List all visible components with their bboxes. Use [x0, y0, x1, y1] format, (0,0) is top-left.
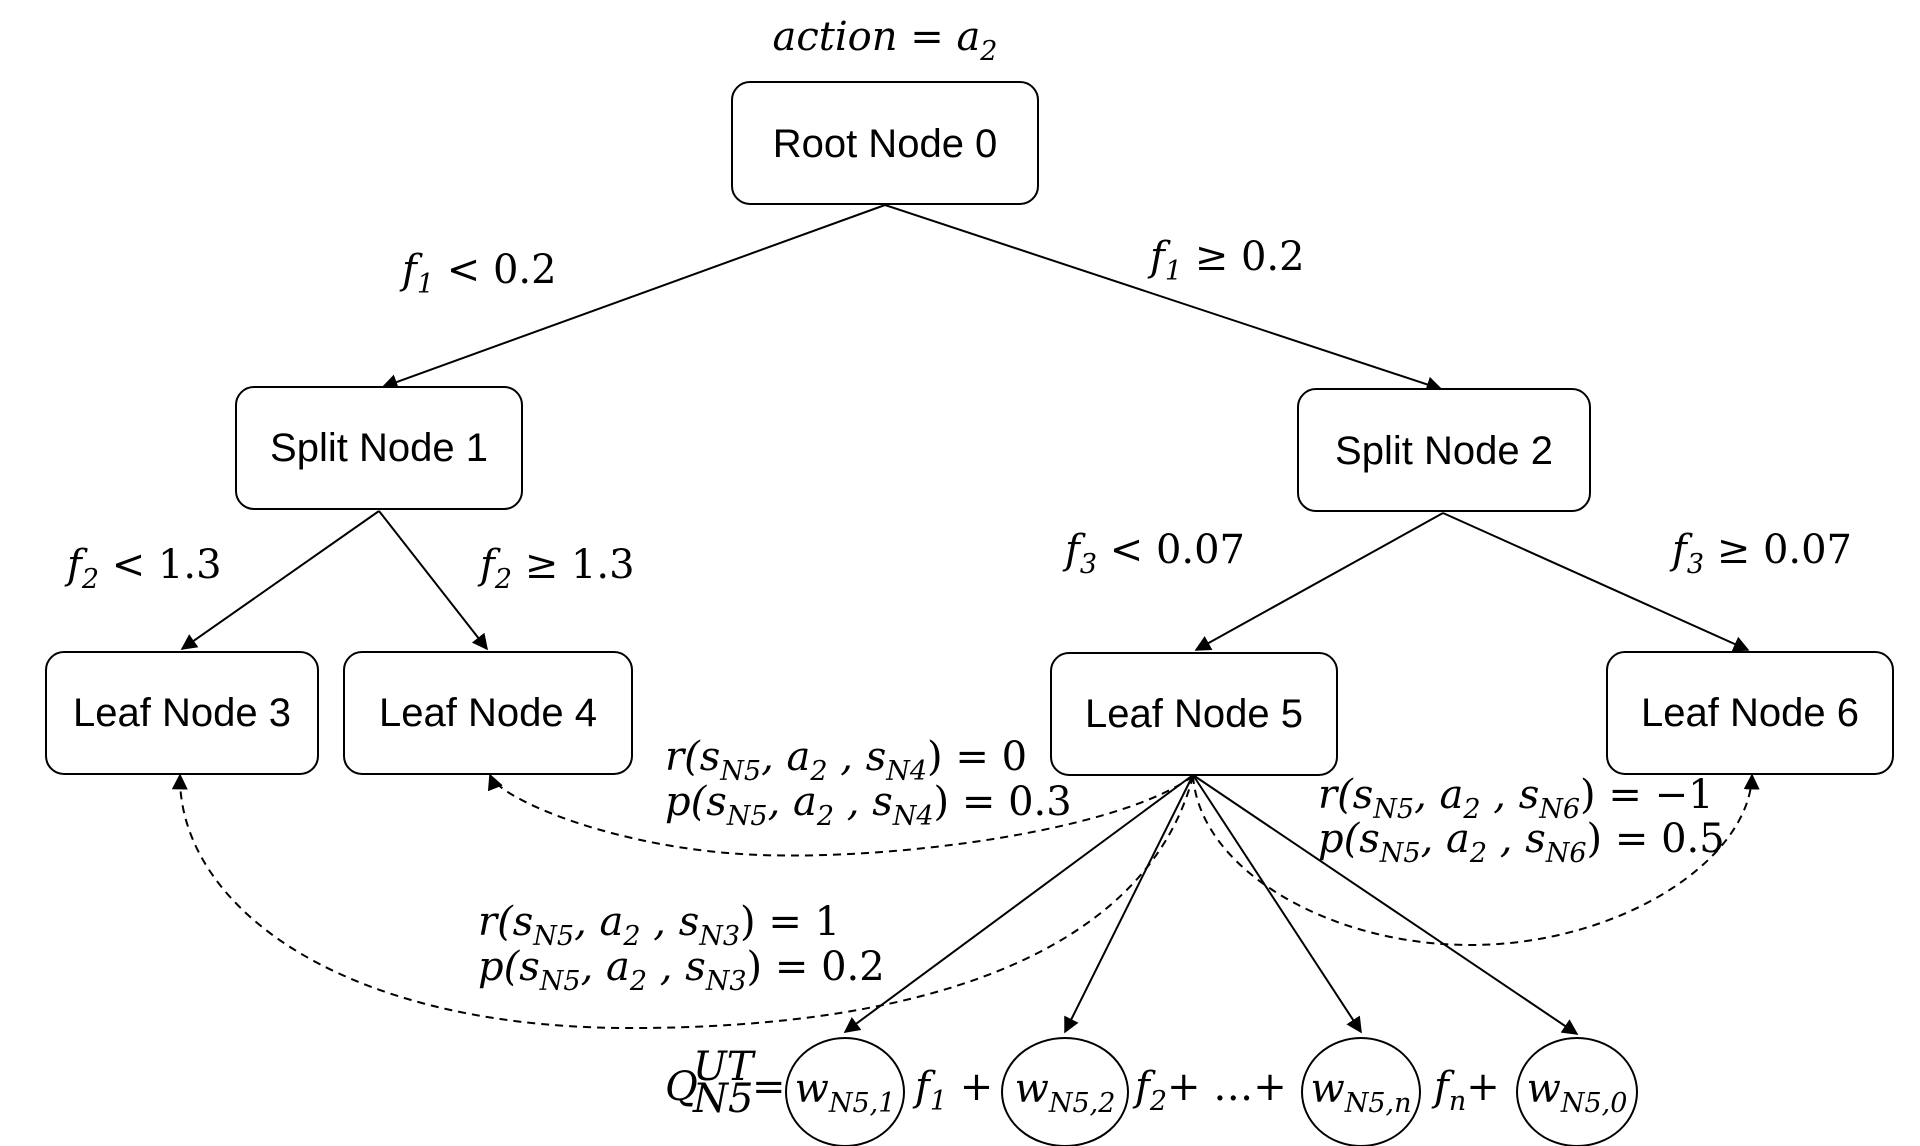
term-f1: f1 + [912, 1064, 993, 1117]
node-label: Split Node 1 [270, 426, 488, 470]
q-value-equation: Q UT N5 = wN5,1 f1 + wN5,2 f2+ …+ wN5,n … [665, 1037, 1638, 1146]
weight-node-n: wN5,n [1301, 1037, 1421, 1146]
q-lhs: Q [665, 1064, 698, 1110]
q-lhs-sub: N5 [692, 1076, 753, 1122]
leaf-node-4: Leaf Node 4 [343, 651, 633, 775]
node-label: Split Node 2 [1335, 429, 1553, 473]
transition-curve-n5-to-n6 [1192, 773, 1760, 947]
split-node-1: Split Node 1 [235, 386, 523, 510]
leaf-node-6: Leaf Node 6 [1606, 651, 1894, 775]
leaf-node-5: Leaf Node 5 [1050, 652, 1338, 776]
root-node: Root Node 0 [731, 81, 1039, 205]
transition-curve-n5-to-n3 [171, 773, 1194, 1030]
edge-leaf5-to-w0 [1192, 774, 1579, 1035]
probability-n5-n6: p(sN5, a2 , sN6) = 0.5 [1318, 816, 1725, 869]
label-root-right: f1 ≥ 0.2 [1147, 234, 1305, 287]
edge-split2-to-leaf5 [1194, 512, 1444, 651]
node-label: Root Node 0 [773, 122, 998, 166]
transition-n6-annotation: r(sN5, a2 , sN6) = −1 p(sN5, a2 , sN6) =… [1318, 772, 1725, 869]
split-node-2: Split Node 2 [1297, 388, 1591, 512]
reward-n5-n6: r(sN5, a2 , sN6) = −1 [1318, 772, 1714, 825]
weight-node-0: wN5,0 [1516, 1037, 1638, 1146]
weight-label: wN5,n [1310, 1066, 1411, 1119]
reward-n5-n3: r(sN5, a2 , sN3) = 1 [478, 899, 840, 952]
q-lhs-sup: UT [693, 1044, 757, 1090]
weight-label: wN5,1 [795, 1066, 896, 1119]
weight-label: wN5,2 [1015, 1066, 1116, 1119]
term-fn: fn+ [1431, 1064, 1500, 1117]
edge-root-to-split1 [381, 204, 886, 390]
probability-n5-n3: p(sN5, a2 , sN3) = 0.2 [478, 944, 885, 997]
probability-n5-n4: p(sN5, a2 , sN4) = 0.3 [665, 779, 1072, 832]
label-split2-right: f3 ≥ 0.07 [1669, 527, 1852, 580]
transition-curves [171, 773, 1760, 1030]
leaf-node-3: Leaf Node 3 [45, 651, 319, 775]
transition-n3-annotation: r(sN5, a2 , sN3) = 1 p(sN5, a2 , sN3) = … [478, 899, 885, 997]
transition-curve-n5-to-n4 [487, 773, 1194, 857]
edge-leaf5-to-w2 [1064, 774, 1194, 1034]
node-label: Leaf Node 6 [1641, 691, 1859, 735]
edge-split2-to-leaf6 [1442, 512, 1750, 652]
node-label: Leaf Node 5 [1085, 692, 1303, 736]
label-root-left: f1 < 0.2 [399, 247, 557, 300]
edge-root-to-split2 [884, 204, 1443, 393]
label-split1-left: f2 < 1.3 [64, 542, 222, 595]
edge-labels: f1 < 0.2 f1 ≥ 0.2 f2 < 1.3 f2 ≥ 1.3 f3 <… [64, 234, 1852, 595]
edge-split1-to-leaf3 [180, 510, 380, 650]
weight-node-2: wN5,2 [1001, 1037, 1129, 1146]
edge-leaf5-to-w1 [843, 774, 1194, 1033]
term-f2: f2+ …+ [1132, 1064, 1287, 1117]
diagram-title: action = a2 [773, 14, 998, 67]
tree-edges [180, 204, 1750, 1035]
reward-n5-n4: r(sN5, a2 , sN4) = 0 [665, 734, 1027, 787]
weight-node-1: wN5,1 [785, 1037, 905, 1146]
q-equals: = [752, 1064, 786, 1110]
node-label: Leaf Node 3 [73, 691, 291, 735]
label-split1-right: f2 ≥ 1.3 [477, 542, 635, 595]
edge-split1-to-leaf4 [378, 510, 488, 651]
label-split2-left: f3 < 0.07 [1062, 527, 1245, 580]
transition-n4-annotation: r(sN5, a2 , sN4) = 0 p(sN5, a2 , sN4) = … [665, 734, 1072, 832]
node-label: Leaf Node 4 [379, 691, 597, 735]
edge-leaf5-to-wn [1192, 774, 1362, 1034]
weight-label: wN5,0 [1527, 1066, 1628, 1119]
